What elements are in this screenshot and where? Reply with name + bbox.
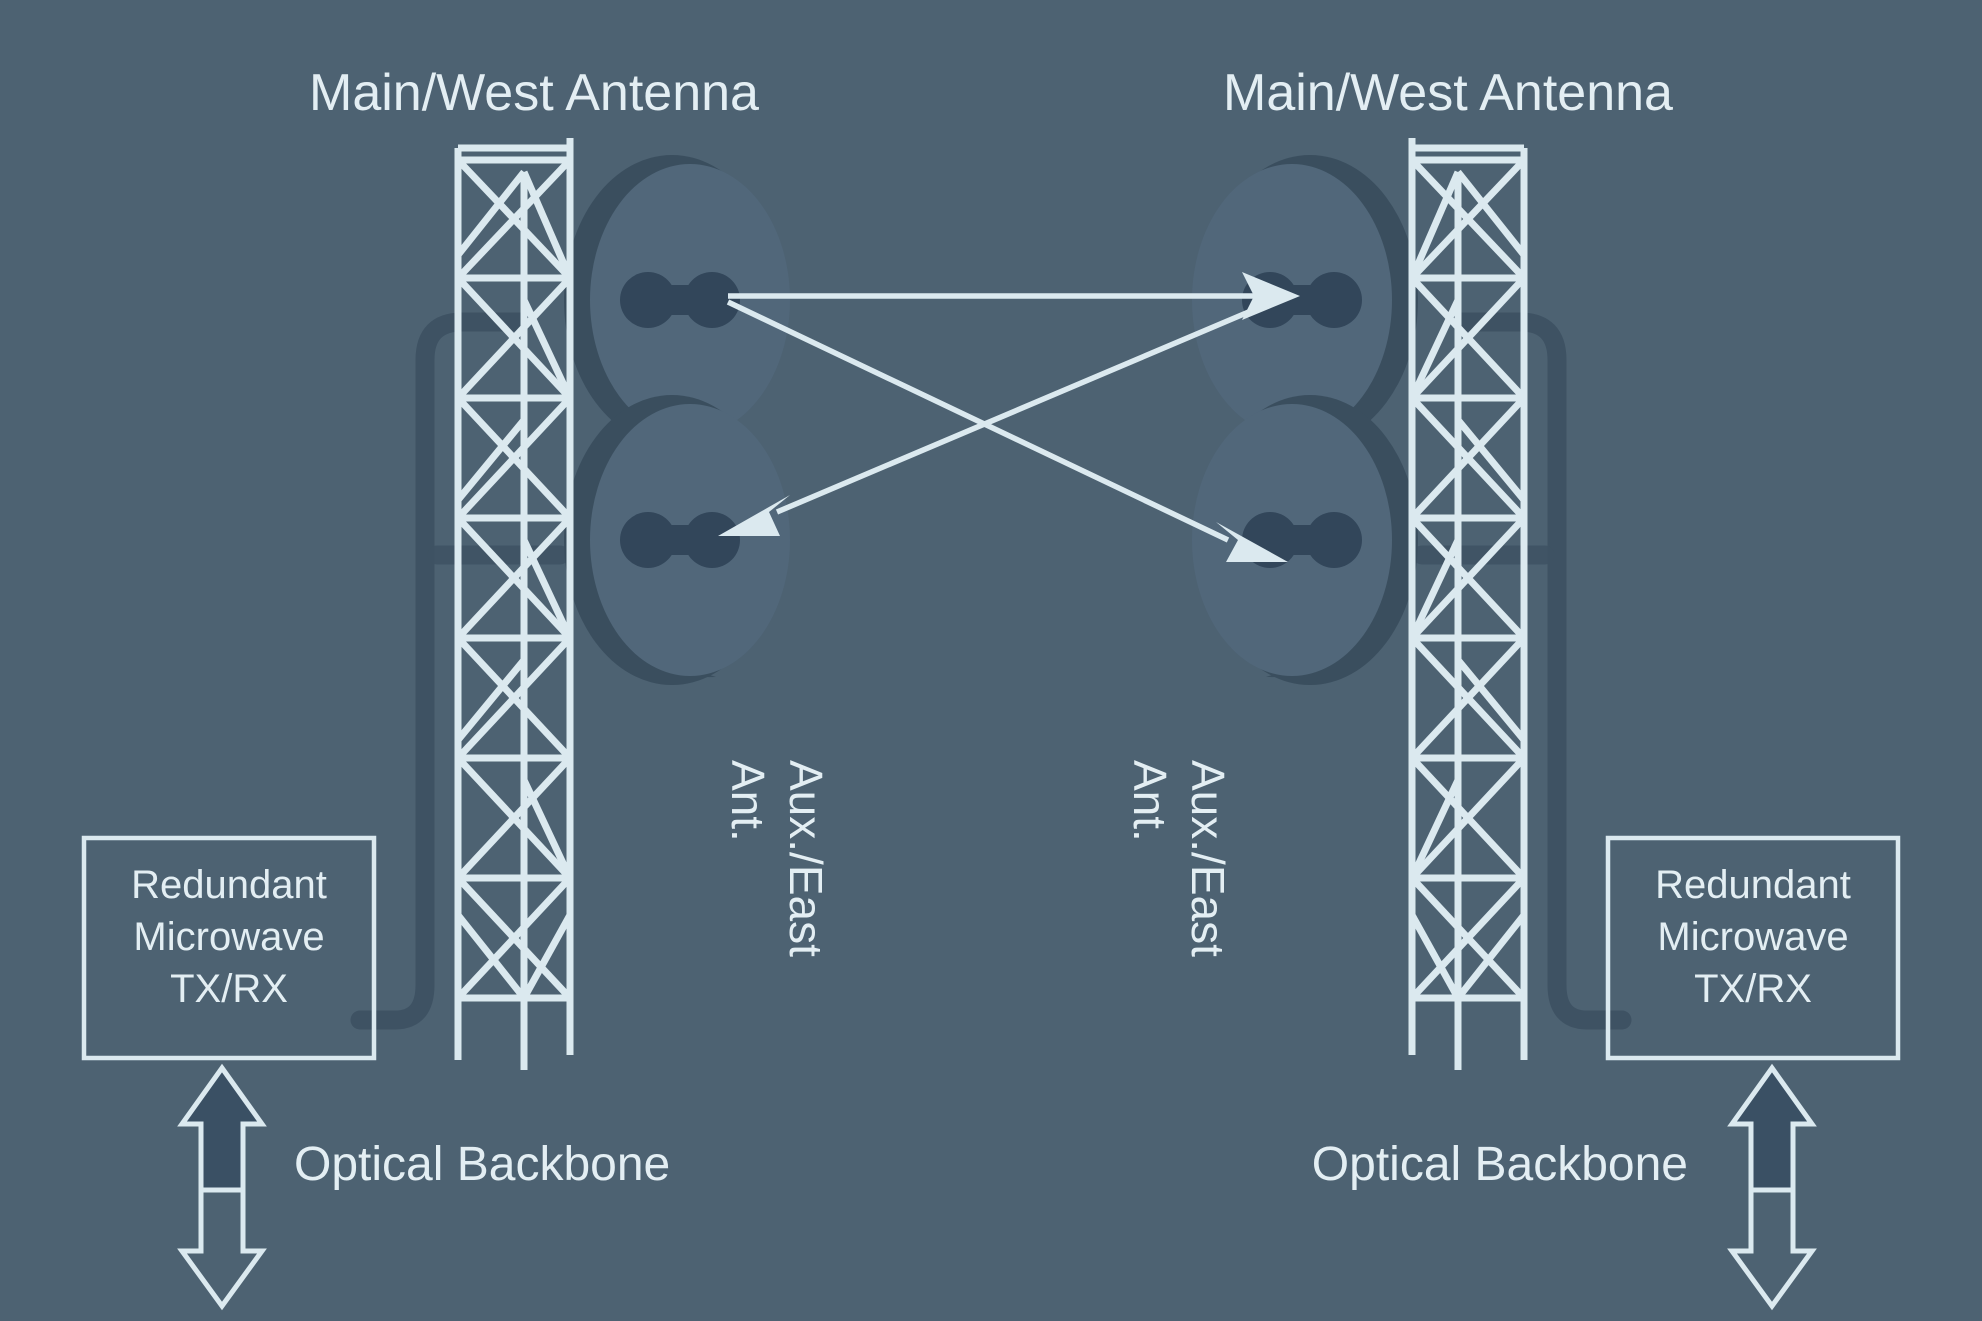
beam-upper-right-to-lower-left	[718, 305, 1260, 536]
right-equipment-box-line1: Redundant	[1655, 863, 1851, 907]
left-tower-label: Main/West Antenna	[309, 64, 759, 122]
feed-horn-icon	[620, 272, 740, 328]
left-aux-east-dish	[564, 395, 790, 685]
right-backbone-arrow-outline	[1727, 1063, 1817, 1311]
right-equipment-box-line2: Microwave	[1657, 915, 1848, 959]
right-backbone-arrow	[1727, 1063, 1817, 1311]
right-aux-east-dish	[1192, 395, 1418, 685]
left-main-west-dish	[564, 155, 790, 445]
left-lattice-tower	[454, 138, 574, 1070]
left-backbone-arrow-outline	[177, 1063, 267, 1311]
left-equipment-box[interactable]: Redundant Microwave TX/RX	[81, 835, 377, 1061]
right-tower-label: Main/West Antenna	[1223, 64, 1673, 122]
right-aux-label-line2: Ant.	[1124, 760, 1176, 842]
left-aux-label-line2: Ant.	[722, 760, 774, 842]
beam-arrowhead-icon	[1216, 522, 1288, 562]
right-feeder-cable	[1452, 312, 1632, 1030]
microwave-beams	[718, 272, 1300, 562]
left-equipment-box-line1: Redundant	[131, 863, 327, 907]
left-equipment-box-line3: TX/RX	[170, 967, 288, 1011]
right-site: Redundant Microwave TX/RX Optical Backbo…	[1124, 64, 1901, 1311]
right-lattice-tower	[1408, 138, 1528, 1070]
beam-arrowhead-icon	[718, 495, 790, 536]
right-equipment-box-frame	[1605, 835, 1901, 1061]
left-equipment-box-line2: Microwave	[133, 915, 324, 959]
feed-horn-icon	[620, 512, 740, 568]
left-backbone-arrow	[177, 1063, 267, 1311]
right-main-west-dish	[1192, 155, 1418, 445]
right-backbone-label: Optical Backbone	[1312, 1138, 1688, 1191]
left-site: Redundant Microwave TX/RX Optical Backbo…	[81, 64, 832, 1311]
beam-lower-left-to-lower-right	[726, 299, 1288, 562]
left-backbone-label: Optical Backbone	[294, 1138, 670, 1191]
left-aux-label: Aux./East Ant.	[722, 760, 832, 957]
left-equipment-box-frame	[81, 835, 377, 1061]
right-equipment-box[interactable]: Redundant Microwave TX/RX	[1605, 835, 1901, 1061]
right-aux-label-line1: Aux./East	[1182, 760, 1234, 957]
left-aux-label-line1: Aux./East	[780, 760, 832, 957]
right-equipment-box-line3: TX/RX	[1694, 967, 1812, 1011]
left-feeder-cable	[350, 312, 530, 1030]
right-aux-label: Aux./East Ant.	[1124, 760, 1234, 957]
